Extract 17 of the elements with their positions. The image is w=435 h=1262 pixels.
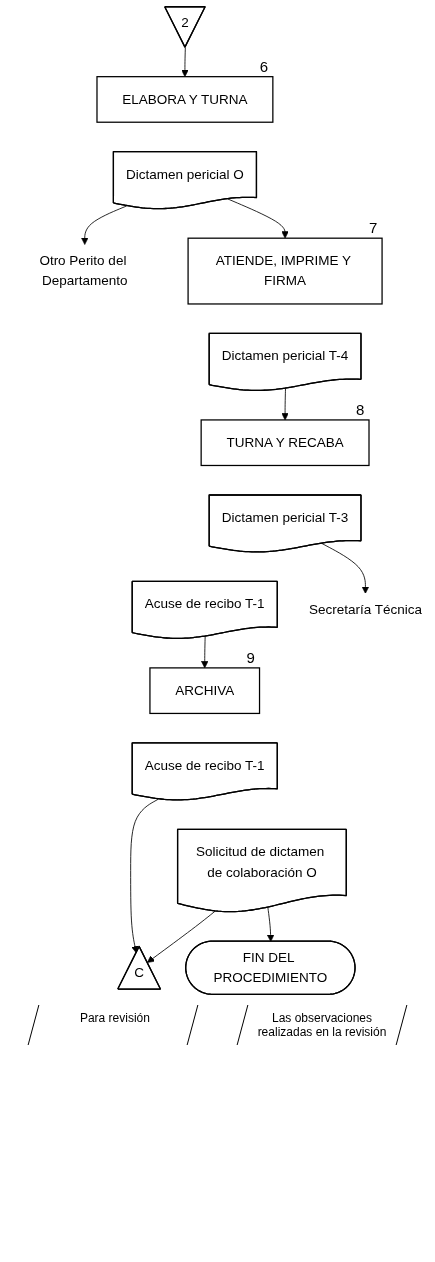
- destination-text: Secretaría Técnica: [308, 602, 422, 617]
- process-box: ATIENDE, IMPRIME Y FIRMA: [187, 237, 383, 305]
- process-box: TURNA Y RECABA: [200, 419, 370, 467]
- document-shape: Acuse de recibo T-1: [131, 580, 278, 639]
- document-shape: Solicitud de dictamen de colaboración O: [176, 828, 347, 913]
- document-shape: Dictamen pericial T-3: [208, 494, 362, 553]
- document-shape: Dictamen pericial O: [112, 151, 258, 210]
- process-box: ARCHIVA: [149, 667, 261, 715]
- destination-text: Otro Perito del Departamento: [39, 253, 128, 288]
- document-shape: Acuse de recibo T-1: [131, 742, 278, 801]
- note-text: Las observaciones realizadas en la revisión: [256, 1011, 388, 1040]
- terminal-shape: FIN DEL PROCEDIMIENTO: [185, 940, 356, 995]
- connector-triangle: C: [117, 945, 162, 990]
- off-page-connector: 2: [164, 6, 206, 48]
- process-box: ELABORA Y TURNA: [96, 76, 274, 123]
- note-text: Para revisión: [79, 1011, 150, 1026]
- document-shape: Dictamen pericial T-4: [208, 332, 362, 392]
